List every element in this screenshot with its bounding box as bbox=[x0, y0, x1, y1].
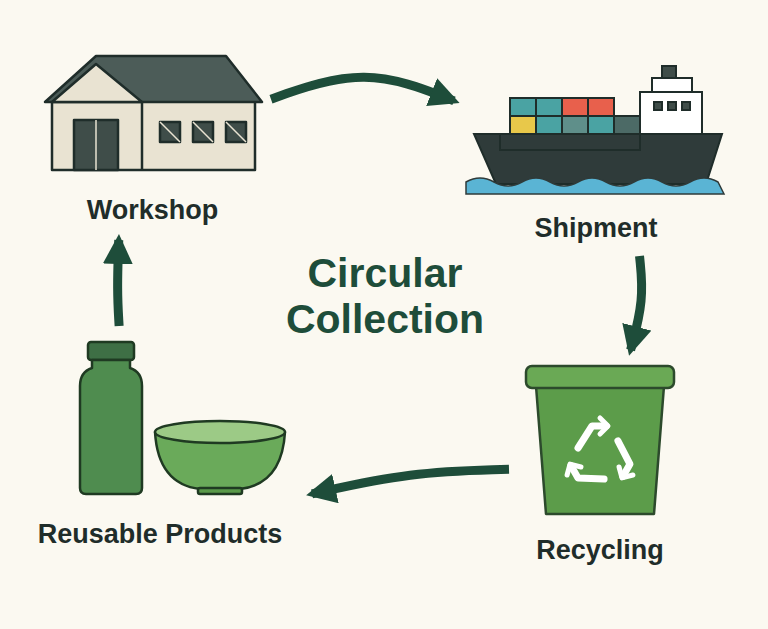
workshop-icon bbox=[45, 56, 262, 170]
stage-node: Reusable Products bbox=[14, 334, 306, 550]
flow-arrow bbox=[271, 77, 454, 101]
stage-node: Workshop bbox=[40, 50, 265, 232]
flow-arrow bbox=[631, 256, 642, 350]
stage-node: Recycling bbox=[515, 360, 685, 566]
recycling-bin-icon bbox=[526, 366, 674, 514]
ship-icon bbox=[474, 66, 722, 184]
node-label: Recycling bbox=[515, 534, 685, 566]
node-label: Shipment bbox=[460, 212, 732, 244]
flow-arrow bbox=[312, 469, 509, 494]
node-label: Reusable Products bbox=[14, 518, 306, 550]
water-waves bbox=[466, 178, 724, 194]
stage-node: Shipment bbox=[460, 60, 732, 246]
diagram-title: Circular Collection bbox=[230, 250, 540, 342]
reusable-products-icon bbox=[80, 342, 285, 494]
node-label: Workshop bbox=[40, 194, 265, 226]
flow-arrow bbox=[118, 240, 119, 326]
